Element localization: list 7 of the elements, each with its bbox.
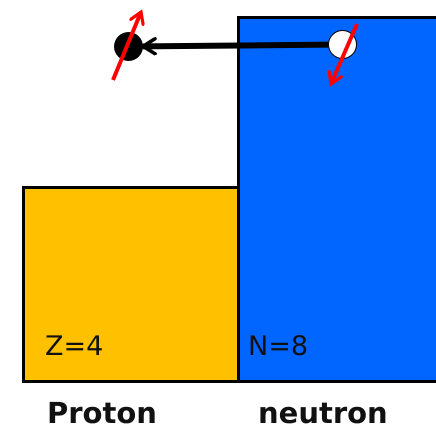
count-label: N=8 — [248, 331, 308, 362]
axis-label: neutron — [258, 396, 388, 430]
count-label: Z=4 — [45, 331, 104, 362]
neutron-box — [237, 16, 436, 383]
arrow — [141, 36, 328, 56]
proton-box — [22, 186, 240, 383]
axis-label: Proton — [47, 396, 157, 430]
